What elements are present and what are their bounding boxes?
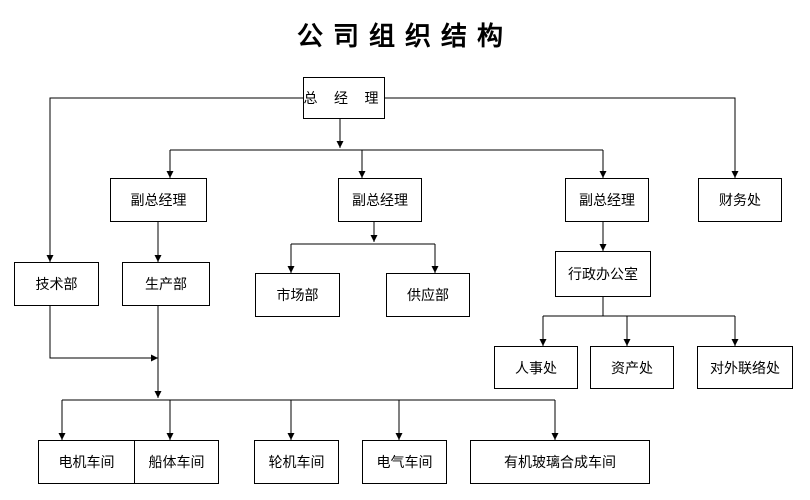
- node-vp-3: 副总经理: [565, 178, 649, 222]
- node-turbine-workshop: 轮机车间: [254, 440, 339, 484]
- node-hr-office: 人事处: [494, 346, 578, 389]
- line-gm-tech: [46, 97, 303, 262]
- chart-title: 公司组织结构: [296, 22, 513, 52]
- node-motor-workshop: 电机车间: [38, 440, 135, 484]
- node-market-dept: 市场部: [255, 273, 340, 317]
- node-fiberglass-workshop: 有机玻璃合成车间: [470, 440, 650, 484]
- node-general-manager: 总 经 理: [303, 77, 385, 119]
- node-tech-dept: 技术部: [14, 262, 99, 306]
- node-hull-workshop: 船体车间: [134, 440, 219, 484]
- line-gm-finance: [385, 97, 739, 178]
- node-admin-office: 行政办公室: [555, 251, 651, 297]
- node-vp-2: 副总经理: [338, 178, 422, 222]
- node-supply-dept: 供应部: [386, 273, 470, 317]
- line-tech-merge: [49, 306, 158, 362]
- node-vp-1: 副总经理: [110, 178, 207, 222]
- node-production-dept: 生产部: [122, 262, 210, 306]
- node-liaison-office: 对外联络处: [697, 346, 793, 389]
- node-assets-office: 资产处: [590, 346, 674, 389]
- node-electric-workshop: 电气车间: [362, 440, 447, 484]
- node-finance: 财务处: [698, 178, 782, 222]
